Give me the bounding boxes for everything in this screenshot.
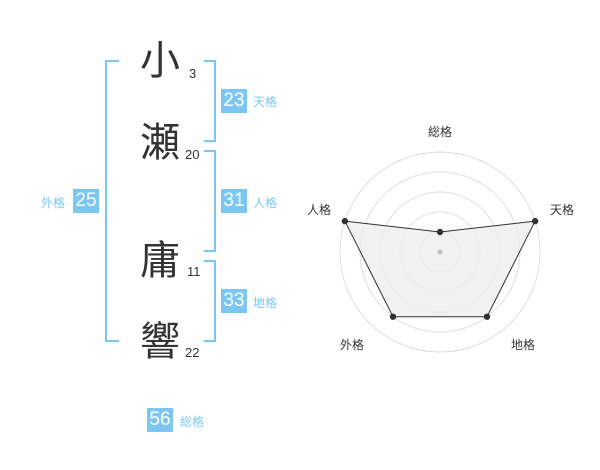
given-char-1: 庸 (140, 238, 180, 284)
jinkaku-label: 人格 (253, 196, 278, 210)
radar-center-dot (437, 249, 443, 255)
given-strokes-1: 11 (187, 264, 201, 279)
gaikaku-bracket (105, 60, 119, 342)
radar-label-gaikaku: 外格 (340, 338, 365, 352)
radar-point-1 (531, 217, 539, 225)
jinkaku-bracket (204, 150, 216, 252)
surname-char-2: 瀬 (140, 120, 180, 166)
given-strokes-2: 22 (185, 345, 200, 360)
chikaku-bracket (204, 260, 216, 342)
tenkaku-label: 天格 (253, 95, 278, 109)
gaikaku-label: 外格 (41, 196, 66, 210)
surname-strokes-1: 3 (189, 66, 197, 81)
radar-point-2 (483, 313, 491, 320)
surname-strokes-2: 20 (185, 147, 200, 162)
tenkaku-bracket (204, 60, 216, 142)
chikaku-score: 33 (221, 289, 247, 313)
radar-point-4 (341, 217, 349, 225)
radar-point-3 (389, 313, 397, 320)
tenkaku-score: 23 (221, 89, 247, 113)
radar-label-chikaku: 地格 (511, 338, 536, 352)
given-char-2: 響 (140, 319, 180, 365)
radar-polygon (344, 220, 536, 318)
chikaku-label: 地格 (253, 296, 278, 310)
radar-point-0 (436, 228, 444, 236)
jinkaku-score: 31 (221, 189, 247, 213)
radar-label-soukaku: 総格 (428, 125, 453, 139)
radar-label-jinkaku: 人格 (307, 203, 332, 217)
soukaku-score: 56 (147, 408, 173, 432)
gaikaku-score: 25 (73, 189, 99, 213)
radar-label-tenkaku: 天格 (550, 203, 575, 217)
soukaku-label: 総格 (180, 415, 205, 429)
radar-chart (339, 151, 541, 353)
radar-ring (339, 151, 541, 353)
surname-char-1: 小 (140, 38, 180, 84)
